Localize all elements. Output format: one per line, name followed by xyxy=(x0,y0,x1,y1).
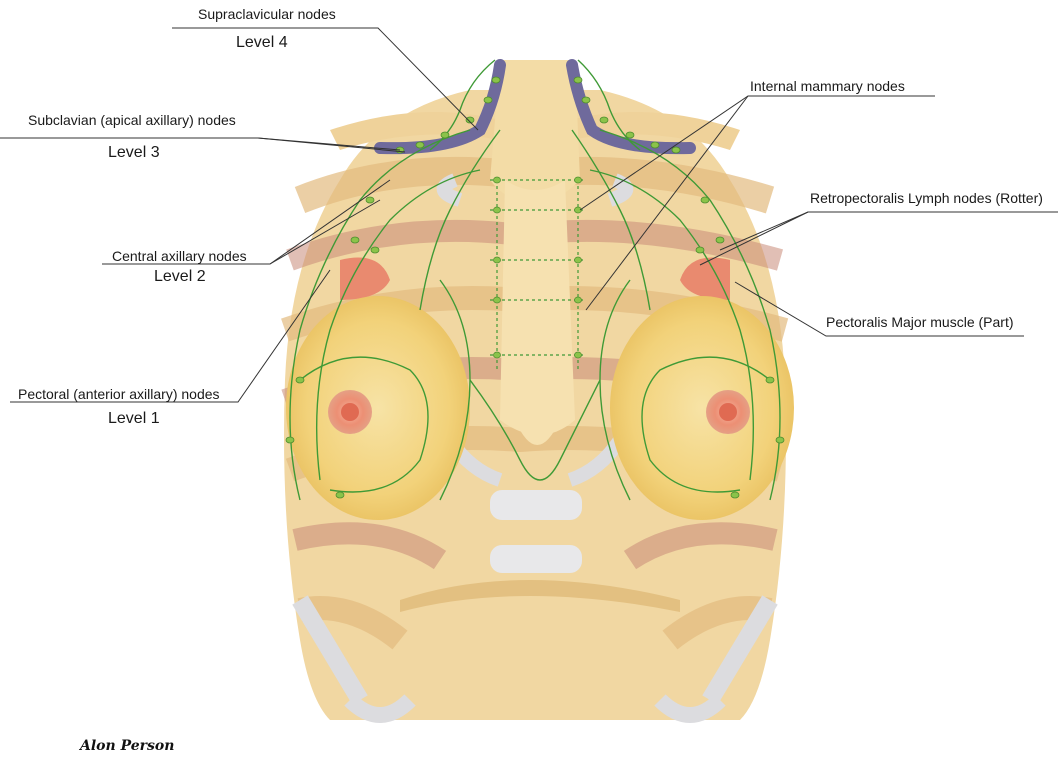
breast-right xyxy=(610,296,794,520)
breast-left xyxy=(286,296,470,520)
label-level-1: Level 1 xyxy=(108,410,160,428)
label-central-axillary-nodes: Central axillary nodes xyxy=(112,248,247,264)
label-pectoral-nodes: Pectoral (anterior axillary) nodes xyxy=(18,386,220,402)
artist-signature: Alon Person xyxy=(80,738,174,754)
label-internal-mammary-nodes: Internal mammary nodes xyxy=(750,78,905,94)
label-retropectoralis-nodes: Retropectoralis Lymph nodes (Rotter) xyxy=(810,190,1043,206)
label-level-2: Level 2 xyxy=(154,268,206,286)
label-level-4: Level 4 xyxy=(236,34,288,52)
label-subclavian-nodes: Subclavian (apical axillary) nodes xyxy=(28,112,236,128)
label-supraclavicular-nodes: Supraclavicular nodes xyxy=(198,6,336,22)
label-level-3: Level 3 xyxy=(108,144,160,162)
label-pectoralis-major: Pectoralis Major muscle (Part) xyxy=(826,314,1014,330)
